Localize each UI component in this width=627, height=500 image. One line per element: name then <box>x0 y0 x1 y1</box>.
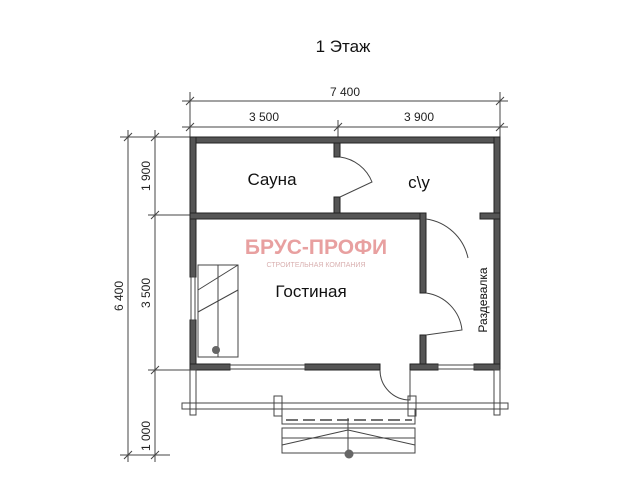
dim-total-depth: 6 400 <box>112 281 126 311</box>
company-logo-watermark: БРУС-ПРОФИ СТРОИТЕЛЬНАЯ КОМПАНИЯ <box>245 236 387 269</box>
porch <box>181 369 509 459</box>
left-dimensions: 6 400 1 900 3 500 1 000 <box>112 130 190 462</box>
walls <box>189 136 501 371</box>
logo-name: БРУС-ПРОФИ <box>245 236 387 259</box>
dim-width-right: 3 900 <box>404 110 434 124</box>
dim-depth-middle: 3 500 <box>139 278 153 308</box>
logo-tagline: СТРОИТЕЛЬНАЯ КОМПАНИЯ <box>266 262 365 269</box>
dim-width-left: 3 500 <box>249 110 279 124</box>
top-dimensions: 7 400 3 500 3 900 <box>182 85 508 137</box>
room-label-sauna: Сауна <box>247 170 297 189</box>
room-label-wc: с\у <box>408 173 430 192</box>
doors <box>339 156 469 401</box>
room-label-changing: Раздевалка <box>476 267 490 332</box>
interior-stairs <box>197 264 239 358</box>
plan-title: 1 Этаж <box>316 37 371 56</box>
porch-stair-marker <box>344 449 354 459</box>
dim-total-width: 7 400 <box>330 85 360 99</box>
dim-depth-porch: 1 000 <box>139 421 153 451</box>
room-label-living: Гостиная <box>275 282 346 301</box>
dim-depth-top: 1 900 <box>139 161 153 191</box>
stair-start-marker <box>212 346 220 354</box>
